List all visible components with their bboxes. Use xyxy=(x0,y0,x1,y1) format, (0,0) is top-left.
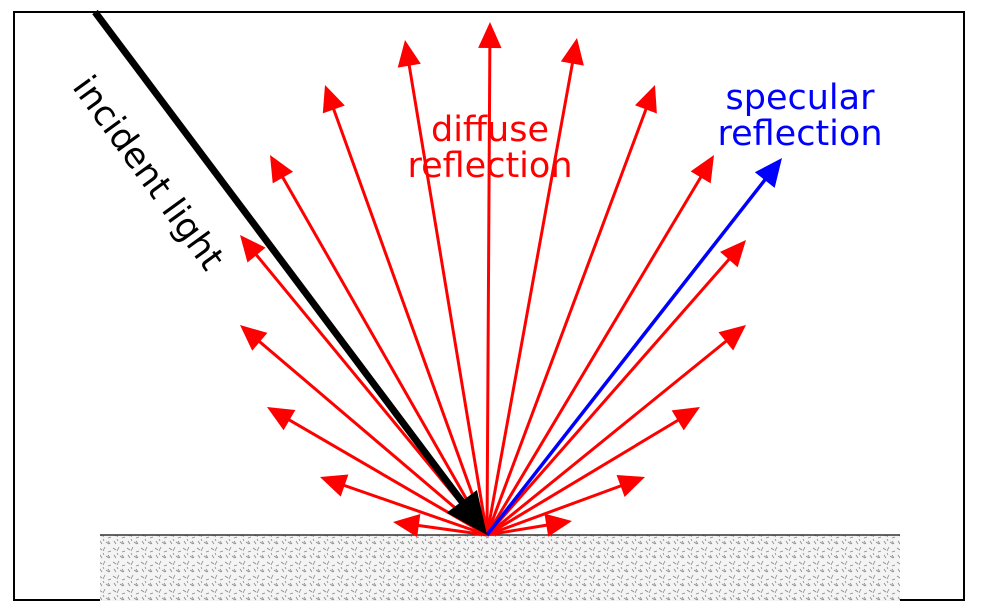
specular-label-line2: reflection xyxy=(717,114,883,154)
diffuse-ray-arrow-head xyxy=(720,240,746,268)
diffuse-ray-arrow-head xyxy=(322,85,345,114)
incident-ray-arrow-head xyxy=(446,490,487,535)
diffuse-ray-arrow-head xyxy=(634,85,657,114)
diffuse-ray-arrow-head xyxy=(267,407,296,431)
diffuse-ray-arrow-head xyxy=(270,155,294,184)
diffuse-ray-arrow xyxy=(486,407,700,537)
diffuse-ray-arrow-head xyxy=(560,38,584,66)
diffuse-reflection-label: diffuse reflection xyxy=(380,112,600,184)
diffuse-label-line1: diffuse xyxy=(430,110,549,150)
rough-surface xyxy=(100,535,900,601)
specular-reflection-label: specular reflection xyxy=(700,80,900,152)
diffuse-ray-arrow xyxy=(393,513,488,538)
diffuse-ray-arrow-head xyxy=(718,325,746,351)
diffuse-ray-arrow xyxy=(485,85,657,536)
diffuse-ray-arrow-head xyxy=(240,235,266,263)
specular-label-line1: specular xyxy=(725,78,875,118)
specular-ray-arrow-head xyxy=(754,158,782,188)
diffuse-ray-arrow xyxy=(320,474,488,537)
diffuse-ray-arrow xyxy=(478,22,502,536)
diffuse-ray-arrow xyxy=(322,85,489,536)
diffuse-ray-arrow xyxy=(240,325,488,537)
diffuse-ray-arrow xyxy=(485,240,746,536)
diffuse-ray-arrow xyxy=(485,155,714,536)
diffuse-ray-arrow xyxy=(397,40,489,536)
specular-ray-arrow xyxy=(485,158,782,537)
incident-ray-arrow xyxy=(92,9,487,535)
diffuse-label-line2: reflection xyxy=(407,146,573,186)
diffuse-ray-arrow xyxy=(485,38,584,536)
diffuse-ray-arrow xyxy=(486,474,645,537)
diffuse-ray-arrow-head xyxy=(393,513,421,538)
diffuse-ray-arrow-head xyxy=(320,474,349,497)
diffuse-ray-arrow-head xyxy=(671,407,700,431)
diffuse-ray-arrow-head xyxy=(478,22,502,49)
diffuse-ray-arrow xyxy=(270,155,489,536)
diffuse-ray-arrow-head xyxy=(616,474,645,497)
diffuse-ray-arrow-head xyxy=(690,155,714,184)
diffuse-ray-arrow-head xyxy=(397,40,421,68)
diffuse-ray-arrow xyxy=(486,513,572,537)
diffuse-ray-arrow-head xyxy=(544,513,572,537)
diffuse-ray-arrow xyxy=(486,325,746,537)
diffuse-ray-arrow-head xyxy=(240,325,268,351)
